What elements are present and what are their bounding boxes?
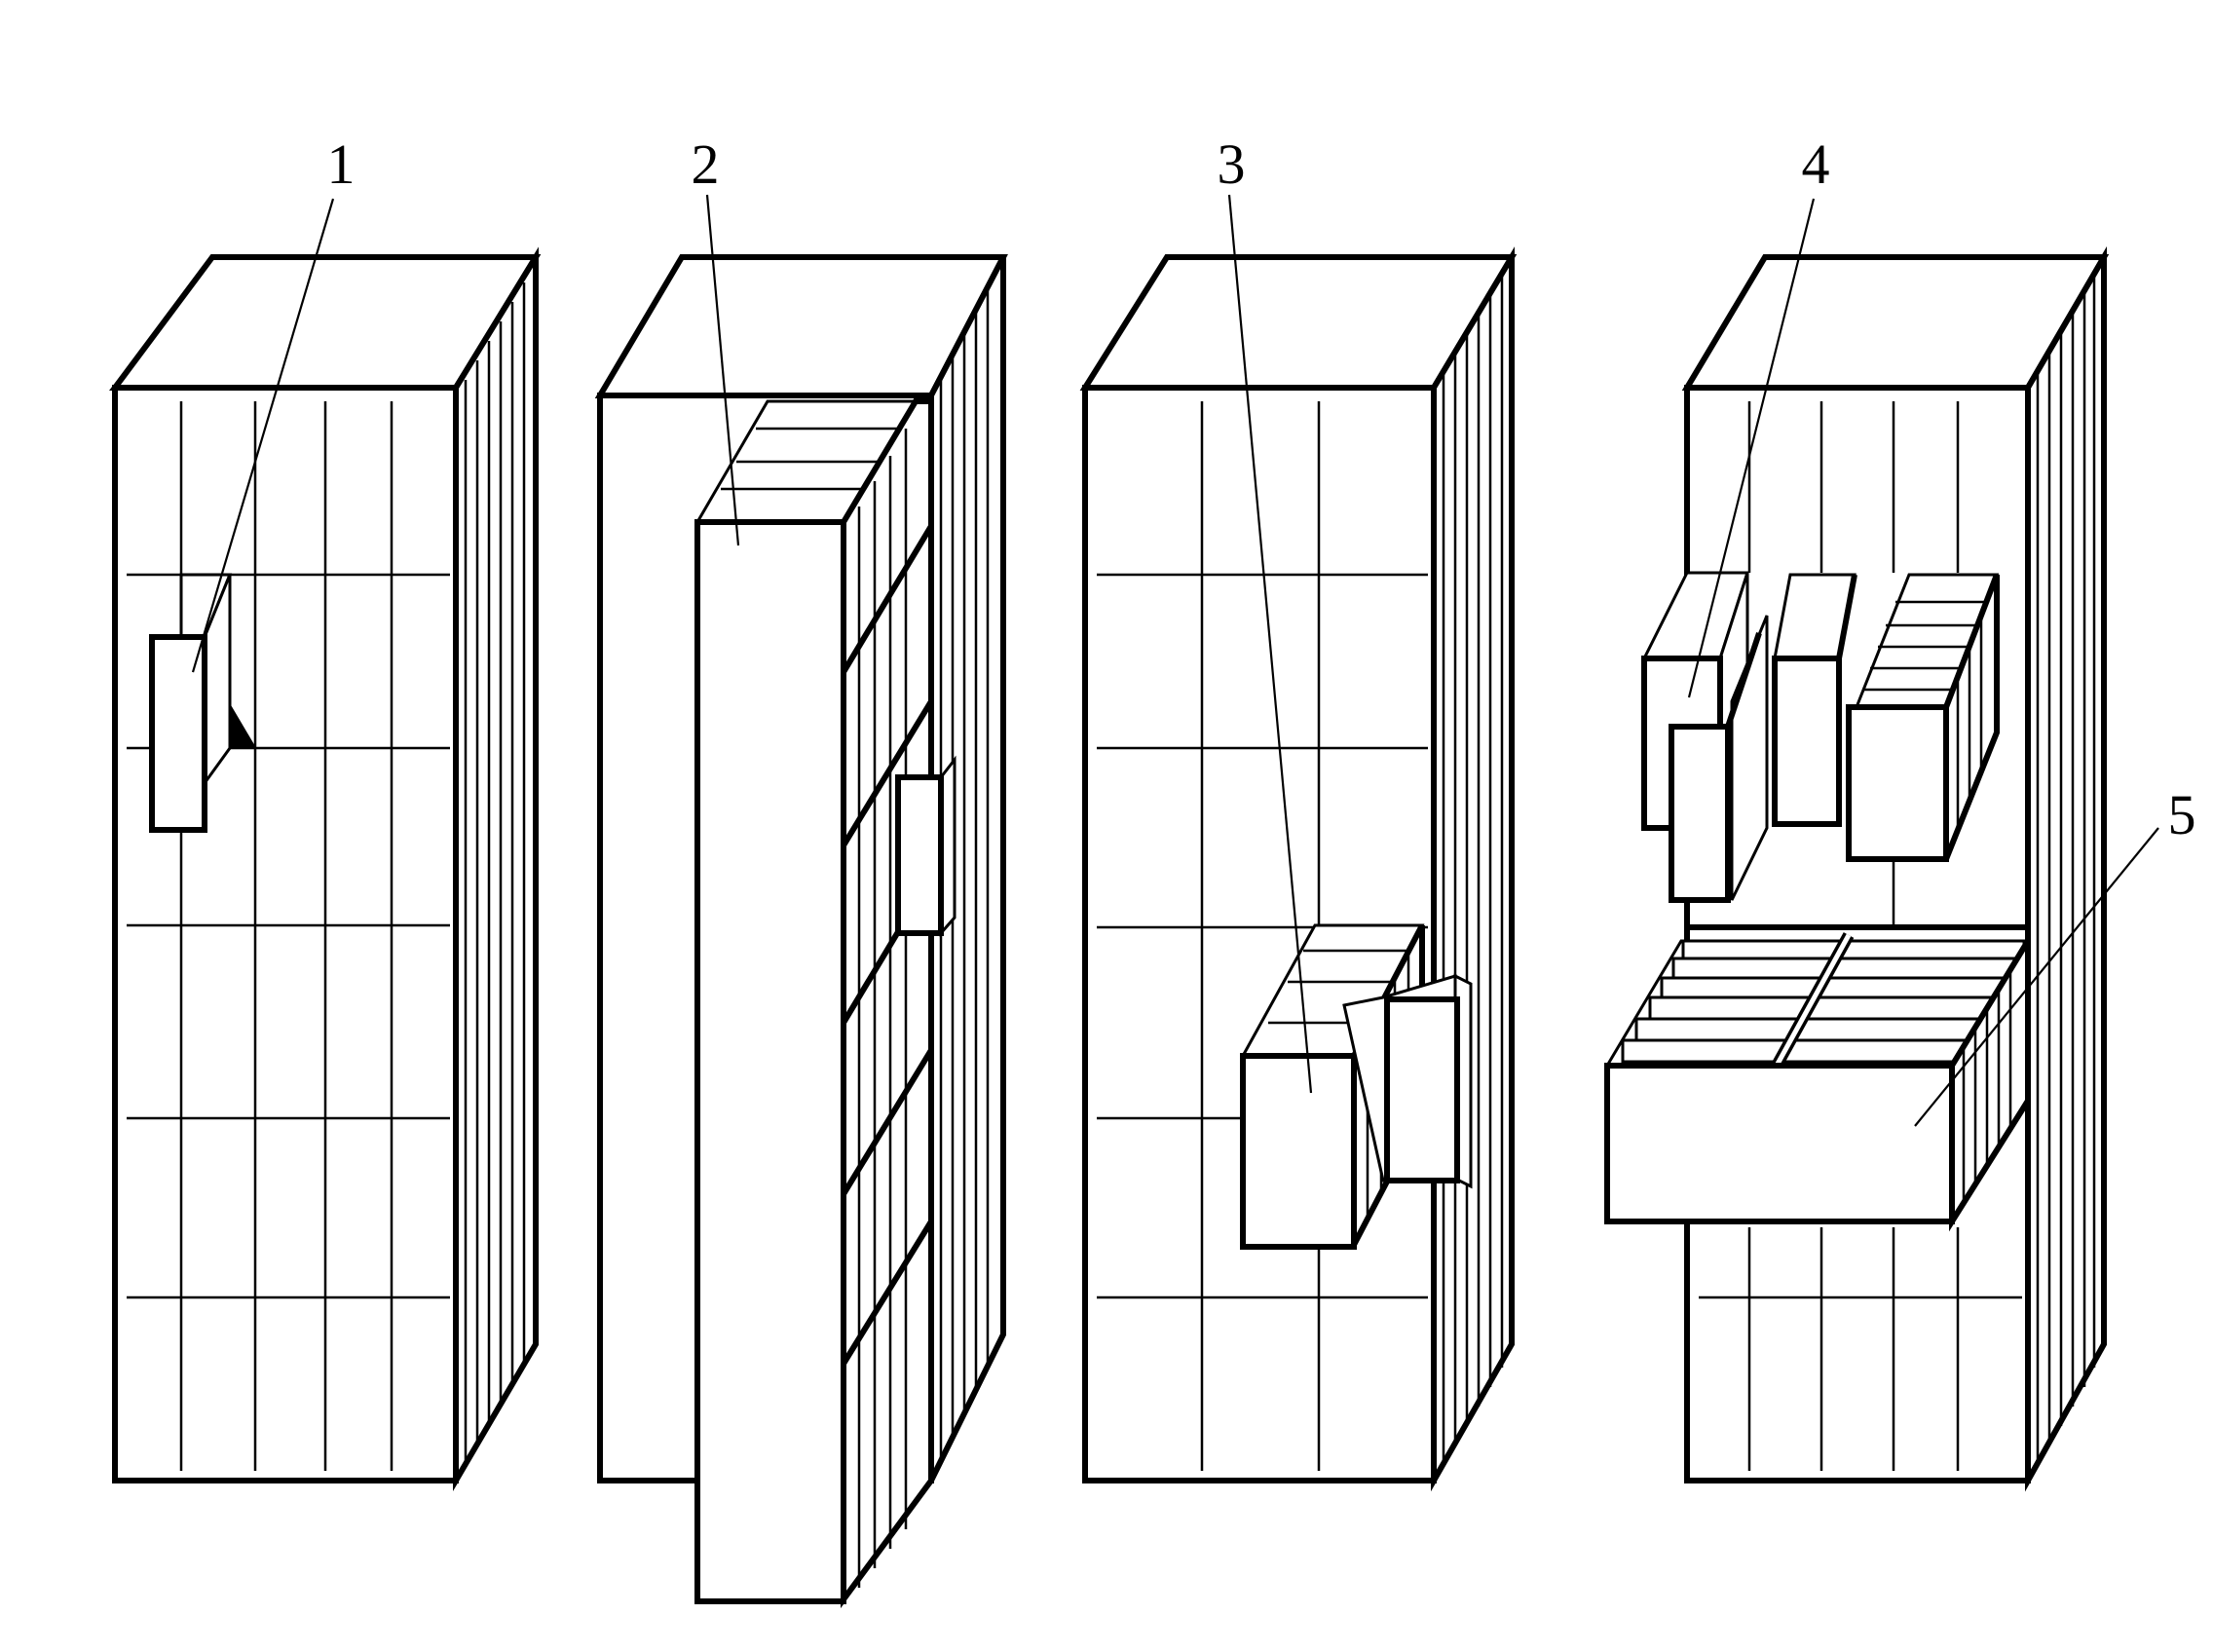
pullout-unit-2-top-dividers: [721, 427, 904, 491]
leader-line-5: [1914, 827, 2159, 1127]
label-2: 2: [692, 132, 720, 196]
file-drawer-5-front: [1604, 1063, 1955, 1224]
cabinet-4-grid: [1699, 401, 2022, 1471]
drawer-4c-front: [1772, 656, 1842, 827]
cabinet-2: [594, 254, 1008, 1609]
label-4: 4: [1802, 132, 1830, 196]
leader-line-3: [1227, 194, 1313, 1094]
pullout-unit-2-front: [694, 519, 846, 1604]
side-box-2: [895, 755, 956, 937]
cabinet-1-front: [112, 385, 459, 1483]
leader-lines: [191, 194, 2159, 1127]
cabinet-3: [1079, 246, 1518, 1492]
drawer-group-4: [1641, 571, 2000, 903]
leader-line-2: [705, 194, 740, 546]
leader-line-4: [1687, 198, 1816, 698]
cabinet-4-front: [1684, 385, 2031, 1483]
cabinet-1: [109, 246, 542, 1492]
labels: 1 2 3 4 5: [327, 132, 2196, 846]
leader-line-1: [191, 198, 335, 673]
drawer-4c-edge: [1836, 574, 1857, 659]
drawer-1: [149, 573, 257, 833]
pullout-unit-2: [694, 398, 934, 1609]
cabinet-1-side-ribs: [464, 282, 526, 1465]
label-5: 5: [2168, 783, 2196, 846]
side-box-3: [1342, 973, 1473, 1189]
file-drawer-5: [1604, 930, 2031, 1232]
drawer-4b-edge: [1725, 632, 1762, 728]
drawer-1-front: [149, 634, 207, 833]
drawer-3-front: [1240, 1053, 1357, 1250]
cabinet-3-side: [1431, 246, 1515, 1492]
drawer-4d-front: [1846, 704, 1949, 862]
drawer-3: [1240, 923, 1425, 1250]
label-1: 1: [327, 132, 356, 196]
file-drawer-5-side-ribs: [1962, 968, 2012, 1206]
side-box-3-front: [1384, 996, 1460, 1183]
file-drawer-5-rod: [1771, 932, 1855, 1069]
side-box-2-front: [895, 774, 944, 936]
label-3: 3: [1218, 132, 1246, 196]
cabinet-4-side: [2025, 245, 2107, 1492]
cabinet-4-side-ribs: [2036, 277, 2096, 1465]
drawer-4d-side-ribs: [1956, 620, 1983, 834]
pullout-unit-2-side-ribs: [857, 429, 908, 1588]
drawer-4d-top-dividers: [1862, 600, 1985, 692]
cabinet-4: [1604, 245, 2110, 1492]
drawer-4b-front: [1669, 724, 1731, 903]
cabinet-3-side-ribs: [1442, 275, 1504, 1465]
